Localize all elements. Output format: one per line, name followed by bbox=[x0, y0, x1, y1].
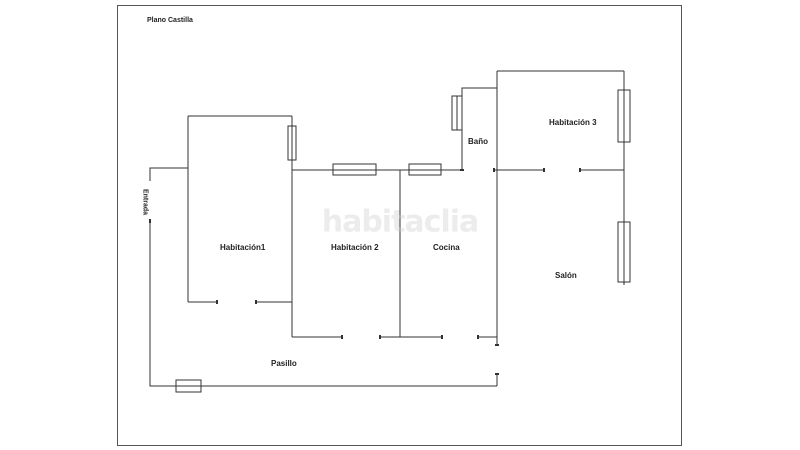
label-habitacion2: Habitación 2 bbox=[331, 243, 379, 252]
label-entrada: Entrada bbox=[141, 188, 149, 216]
watermark: habitaclia bbox=[321, 204, 480, 240]
label-salon: Salón bbox=[555, 271, 577, 280]
label-habitacion1: Habitación1 bbox=[220, 243, 266, 252]
label-cocina: Cocina bbox=[433, 243, 460, 252]
wall-left-top bbox=[149, 167, 188, 181]
window-cocina bbox=[408, 163, 442, 176]
window-pasillo bbox=[175, 379, 202, 393]
label-habitacion3: Habitación 3 bbox=[549, 118, 597, 127]
window-hab3 bbox=[617, 89, 631, 143]
wall-bano-left bbox=[461, 87, 497, 170]
plan-title: Plano Castilla bbox=[147, 17, 193, 24]
window-salon bbox=[617, 221, 631, 283]
wall-left-bottom bbox=[149, 222, 497, 387]
drawing-frame bbox=[117, 5, 682, 446]
window-bano bbox=[451, 95, 463, 131]
window-hab1 bbox=[287, 125, 297, 161]
label-bano: Baño bbox=[468, 137, 488, 146]
window-hab2 bbox=[332, 163, 377, 176]
label-pasillo: Pasillo bbox=[271, 359, 297, 368]
